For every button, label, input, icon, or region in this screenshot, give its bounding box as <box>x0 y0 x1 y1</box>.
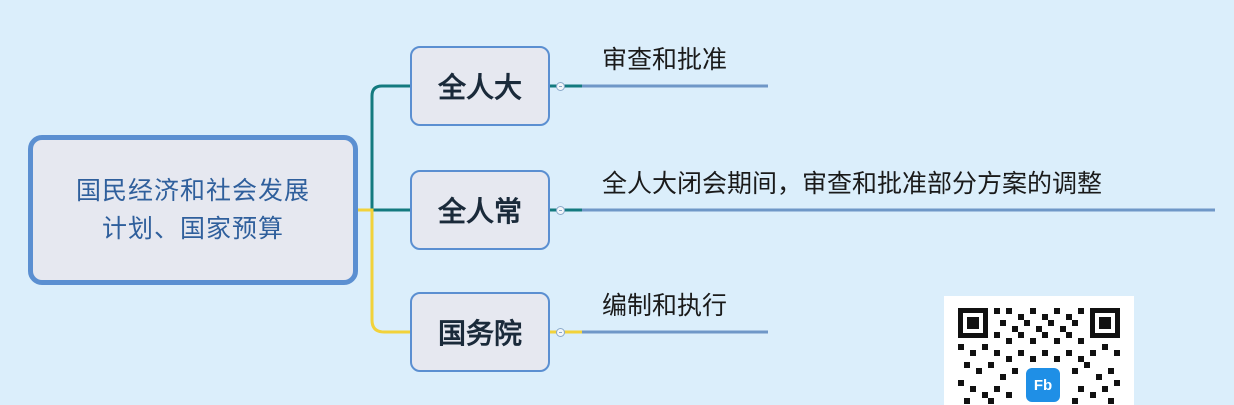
leaf-quanrenchang-detail[interactable]: 全人大闭会期间，审查和批准部分方案的调整 <box>602 169 1103 198</box>
collapse-toggle-icon[interactable] <box>556 82 565 91</box>
collapse-toggle-icon[interactable] <box>556 328 565 337</box>
qr-code-image: Fb <box>944 296 1134 405</box>
collapse-toggle-icon[interactable] <box>556 206 565 215</box>
app-logo-icon: Fb <box>1026 368 1060 402</box>
connector-quanrenda <box>358 84 410 212</box>
root-topic[interactable]: 国民经济和社会发展计划、国家预算 <box>28 135 358 285</box>
connector-guowuyuan <box>358 208 410 334</box>
branch-label: 全人大 <box>437 71 522 104</box>
branch-guowuyuan[interactable]: 国务院 <box>410 292 550 372</box>
root-topic-label: 国民经济和社会发展计划、国家预算 <box>75 176 310 243</box>
qr-code-pattern <box>958 308 1120 404</box>
branch-quanrenda[interactable]: 全人大 <box>410 46 550 126</box>
leaf-quanrenda-detail[interactable]: 审查和批准 <box>602 45 728 74</box>
branch-quanrenchang[interactable]: 全人常 <box>410 170 550 250</box>
branch-label: 国务院 <box>437 317 522 350</box>
leaf-guowuyuan-detail[interactable]: 编制和执行 <box>602 291 728 320</box>
branch-label: 全人常 <box>437 195 522 228</box>
